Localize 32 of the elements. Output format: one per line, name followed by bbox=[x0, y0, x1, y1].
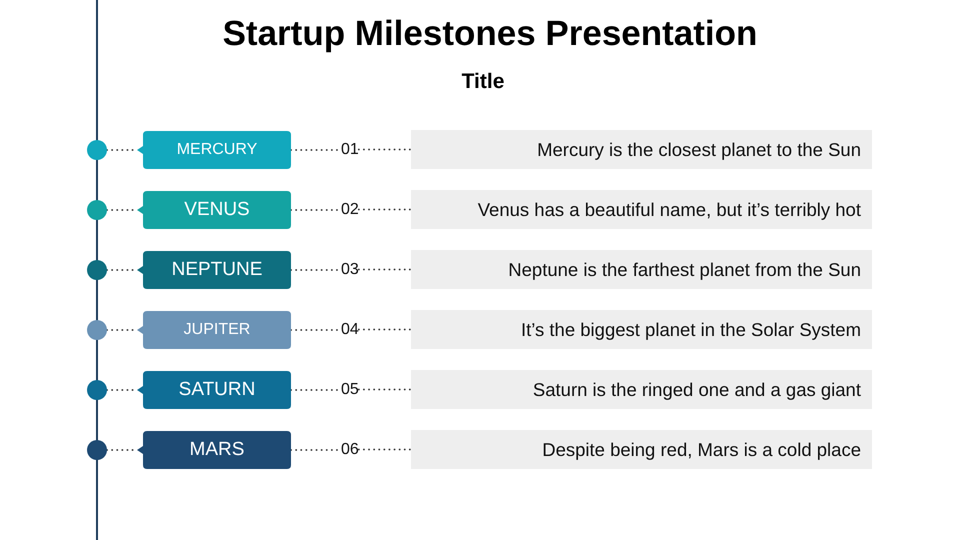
planet-tab: NEPTUNE bbox=[136, 251, 291, 289]
step-number: 03 bbox=[341, 260, 359, 280]
planet-tab: MERCURY bbox=[136, 131, 291, 169]
planet-tab: JUPITER bbox=[136, 311, 291, 349]
planet-tab: MARS bbox=[136, 431, 291, 469]
description-panel: Venus has a beautiful name, but it’s terribly hot bbox=[411, 190, 872, 229]
planet-tab: VENUS bbox=[136, 191, 291, 229]
description-panel: Mercury is the closest planet to the Sun bbox=[411, 130, 872, 169]
timeline-dot bbox=[87, 200, 107, 220]
step-number: 01 bbox=[341, 140, 359, 160]
dotted-connector bbox=[358, 208, 412, 210]
step-number: 06 bbox=[341, 440, 359, 460]
subtitle: Title bbox=[462, 70, 504, 94]
dotted-connector bbox=[358, 388, 412, 390]
dotted-connector bbox=[358, 148, 412, 150]
dotted-connector bbox=[358, 328, 412, 330]
step-number: 02 bbox=[341, 200, 359, 220]
timeline-dot bbox=[87, 140, 107, 160]
step-number: 04 bbox=[341, 320, 359, 340]
timeline-dot bbox=[87, 440, 107, 460]
timeline-dot bbox=[87, 380, 107, 400]
description-panel: It’s the biggest planet in the Solar System bbox=[411, 310, 872, 349]
description-panel: Despite being red, Mars is a cold place bbox=[411, 430, 872, 469]
description-panel: Neptune is the farthest planet from the Sun bbox=[411, 250, 872, 289]
description-panel: Saturn is the ringed one and a gas giant bbox=[411, 370, 872, 409]
step-number: 05 bbox=[341, 380, 359, 400]
title: Startup Milestones Presentation bbox=[222, 14, 758, 54]
timeline-dot bbox=[87, 260, 107, 280]
dotted-connector bbox=[358, 448, 412, 450]
dotted-connector bbox=[358, 268, 412, 270]
planet-tab: SATURN bbox=[136, 371, 291, 409]
timeline-dot bbox=[87, 320, 107, 340]
